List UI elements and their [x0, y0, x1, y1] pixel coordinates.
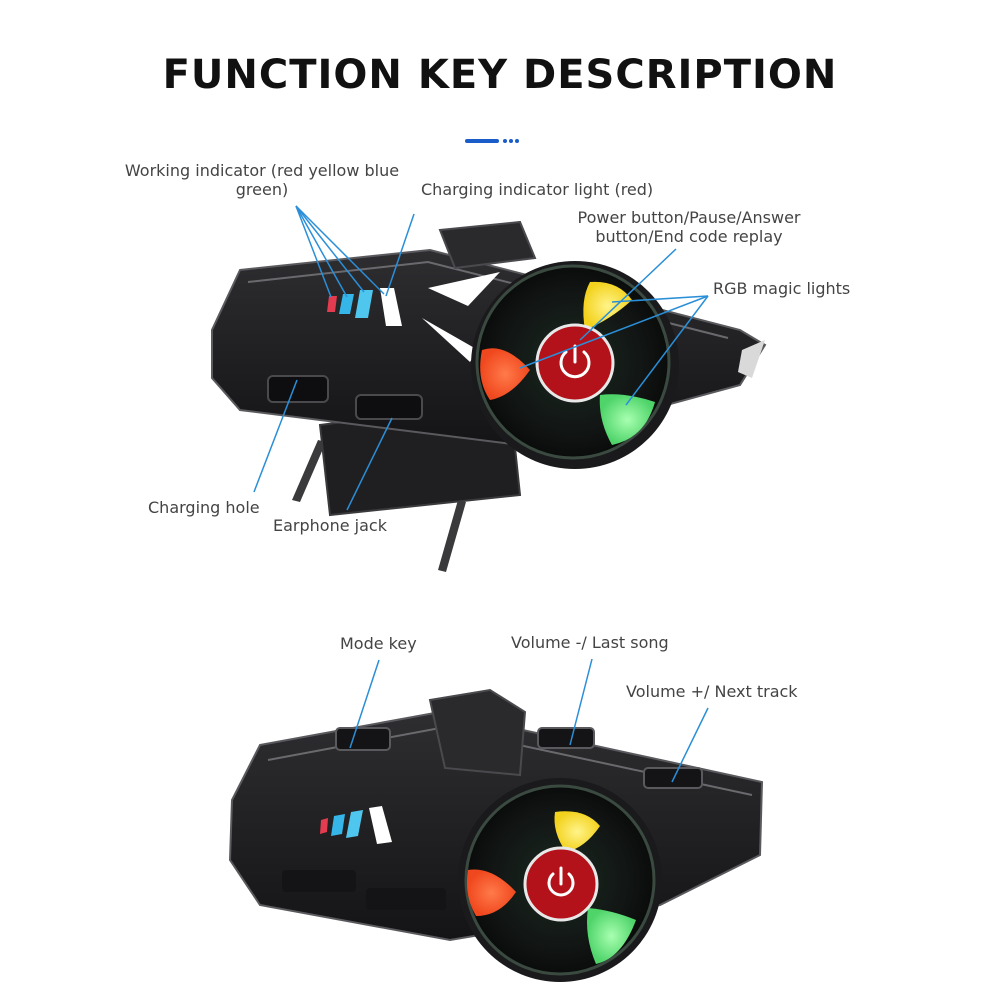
top-device	[211, 220, 767, 572]
indicator-red	[320, 818, 328, 834]
indicator-white	[380, 288, 402, 326]
mode-key	[335, 727, 391, 751]
charging-hole	[267, 375, 329, 403]
body-accent	[738, 340, 765, 378]
body-accent	[428, 272, 500, 306]
leader-line	[295, 205, 385, 295]
leader-line	[671, 707, 709, 783]
power-icon	[547, 866, 575, 897]
leader-line	[295, 205, 348, 298]
divider-bar	[465, 139, 499, 143]
divider-dot	[515, 139, 519, 143]
indicator-white	[369, 806, 392, 844]
rgb-light-yellow	[583, 281, 632, 330]
volume-plus-key	[643, 767, 703, 789]
rgb-light-red	[467, 869, 516, 916]
top-knob	[438, 220, 537, 270]
volume-minus-key	[537, 727, 595, 749]
mount-pin	[292, 440, 326, 502]
leader-line	[295, 205, 332, 298]
top-knob	[428, 688, 527, 777]
page-title: FUNCTION KEY DESCRIPTION	[162, 52, 838, 98]
charging-hole-label: Charging hole	[148, 498, 260, 517]
leader-line	[625, 295, 709, 406]
indicator-blue	[331, 814, 345, 836]
rgb-light-green	[599, 394, 655, 445]
rgb-light-green	[587, 908, 636, 964]
leader-line	[253, 379, 298, 493]
device-foot	[282, 870, 356, 892]
working-indicator-label-line1: Working indicator (red yellow blue	[124, 161, 400, 180]
earphone-jack-label: Earphone jack	[273, 516, 387, 535]
leader-line	[519, 295, 709, 369]
indicator-red	[327, 296, 337, 312]
mode-key-label: Mode key	[340, 634, 417, 653]
divider-dot	[503, 139, 507, 143]
leader-line	[295, 205, 365, 293]
device-foot	[366, 888, 446, 910]
leader-line	[349, 659, 380, 749]
indicator-blue	[339, 294, 354, 314]
leader-line	[385, 213, 415, 297]
volume-plus-label: Volume +/ Next track	[626, 682, 798, 701]
bottom-leader-lines	[349, 658, 709, 783]
mount-pin	[438, 500, 466, 572]
indicator-blue-wide	[355, 290, 373, 318]
bottom-device	[228, 688, 764, 982]
power-button-label-line1: Power button/Pause/Answer	[577, 208, 801, 227]
power-button-label-line2: button/End code replay	[595, 227, 783, 246]
working-indicator-label: Working indicator (red yellow blue green…	[112, 161, 412, 199]
leader-line	[569, 658, 593, 746]
charging-indicator-label: Charging indicator light (red)	[421, 180, 654, 199]
working-indicator-label-line2: green)	[235, 180, 289, 199]
divider-dot	[509, 139, 513, 143]
volume-minus-label: Volume -/ Last song	[511, 633, 669, 652]
leader-line	[346, 417, 393, 511]
leader-line	[611, 295, 709, 303]
rgb-light-red	[480, 348, 530, 400]
body-accent	[422, 318, 478, 362]
indicator-blue-wide	[346, 810, 363, 838]
leader-line	[579, 248, 677, 341]
top-leader-lines	[253, 205, 709, 511]
power-button-label: Power button/Pause/Answer button/End cod…	[560, 208, 818, 246]
earphone-jack	[355, 394, 423, 420]
rgb-light-yellow	[554, 811, 600, 852]
power-icon	[559, 344, 591, 379]
rgb-lights-label: RGB magic lights	[713, 279, 851, 298]
